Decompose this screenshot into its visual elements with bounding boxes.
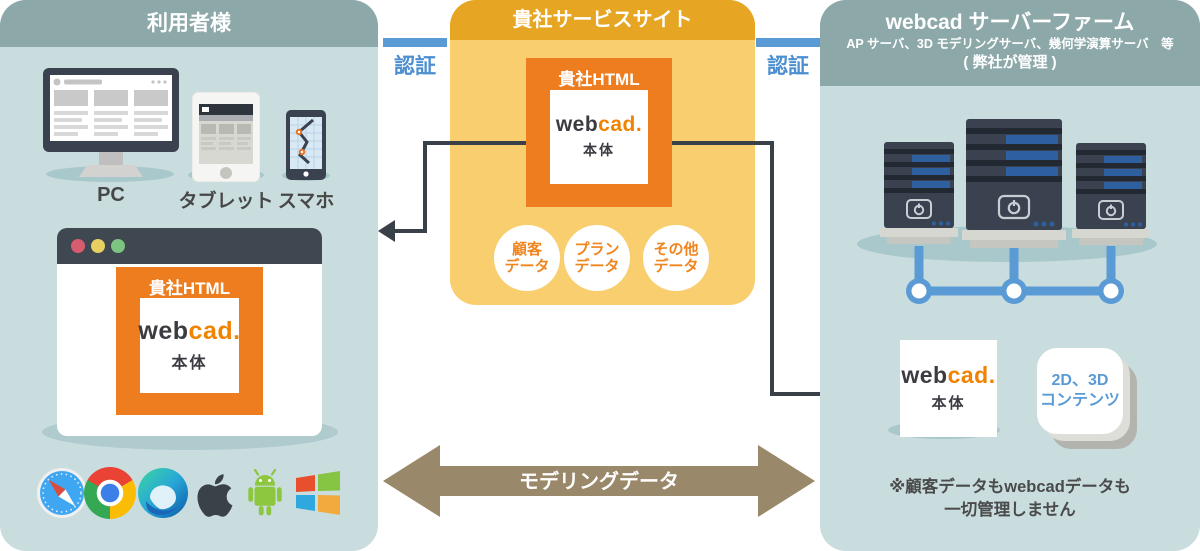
server-network (906, 246, 1124, 304)
customer-data-circle: 顧客 データ (494, 225, 560, 291)
server-farm-subtitle: AP サーバ、3D モデリングサーバ、幾何学演算サーバ 等 (846, 37, 1174, 51)
contents-box: 2D、3D コンテンツ (1037, 348, 1123, 434)
connector-to-users-v (423, 141, 427, 233)
auth-bar-right (756, 38, 820, 47)
server-tower-right (1072, 143, 1150, 245)
service-html-box: 貴社HTML webcad. 本体 (526, 58, 672, 207)
browser-close-dot (71, 239, 85, 253)
auth-label-left: 認証 (394, 55, 436, 78)
service-site-header: 貴社サービスサイト (450, 0, 755, 40)
webcad-body-label: 本体 (171, 354, 208, 372)
auth-bar-left (383, 38, 447, 47)
browser-maximize-dot (111, 239, 125, 253)
server-farm-header: webcad サーバーファーム AP サーバ、3D モデリングサーバ、幾何学演算… (820, 0, 1200, 86)
server-tower-left (880, 142, 958, 244)
connector-to-servers-v (770, 141, 774, 396)
modeling-data-label: モデリングデータ (519, 469, 679, 493)
browser-minimize-dot (91, 239, 105, 253)
webcad-logo: webcad. (555, 113, 643, 136)
modeling-data-arrow: モデリングデータ (383, 445, 815, 517)
android-icon (248, 468, 282, 516)
service-html-box-title: 貴社HTML (558, 70, 640, 89)
pc-label: PC (97, 184, 125, 206)
connector-to-servers-h1 (672, 141, 774, 145)
server-farm-managed-label: ( 弊社が管理 ) (963, 54, 1057, 71)
connector-to-users-arrowhead (378, 220, 395, 242)
service-webcad-box: webcad. 本体 (550, 90, 648, 184)
webcad-body-label: 本体 (583, 142, 615, 158)
other-data-circle: その他 データ (643, 225, 709, 291)
apple-icon (197, 474, 233, 517)
windows-icon (296, 471, 340, 515)
chrome-icon (84, 467, 136, 519)
server-tower-center (962, 119, 1066, 248)
no-data-management-note: ※顧客データもwebcadデータも 一切管理しません (889, 478, 1131, 519)
plan-data-circle: プラン データ (564, 225, 630, 291)
auth-label-right: 認証 (767, 55, 809, 78)
tablet-label: タブレット (178, 191, 274, 212)
users-html-box: 貴社HTML webcad. 本体 (116, 267, 263, 415)
smartphone-icon (286, 110, 326, 180)
webcad-logo: webcad. (901, 362, 996, 388)
users-panel-header: 利用者様 (0, 0, 378, 47)
server-webcad-box: webcad. 本体 (900, 340, 997, 437)
phone-label: スマホ (277, 191, 335, 212)
users-html-box-title: 貴社HTML (148, 279, 231, 298)
server-farm-title: webcad サーバーファーム (885, 11, 1135, 34)
tablet-icon (192, 92, 260, 182)
edge-icon (138, 468, 188, 518)
network-node (906, 278, 1124, 304)
browser-titlebar (57, 228, 322, 264)
users-webcad-box: webcad. 本体 (138, 298, 241, 393)
safari-icon (37, 468, 87, 518)
webcad-body-label: 本体 (931, 395, 966, 412)
connector-to-users-h2 (394, 229, 427, 233)
connector-to-users-h1 (423, 141, 526, 145)
webcad-logo: webcad. (138, 316, 241, 345)
pc-monitor-icon (43, 68, 179, 177)
